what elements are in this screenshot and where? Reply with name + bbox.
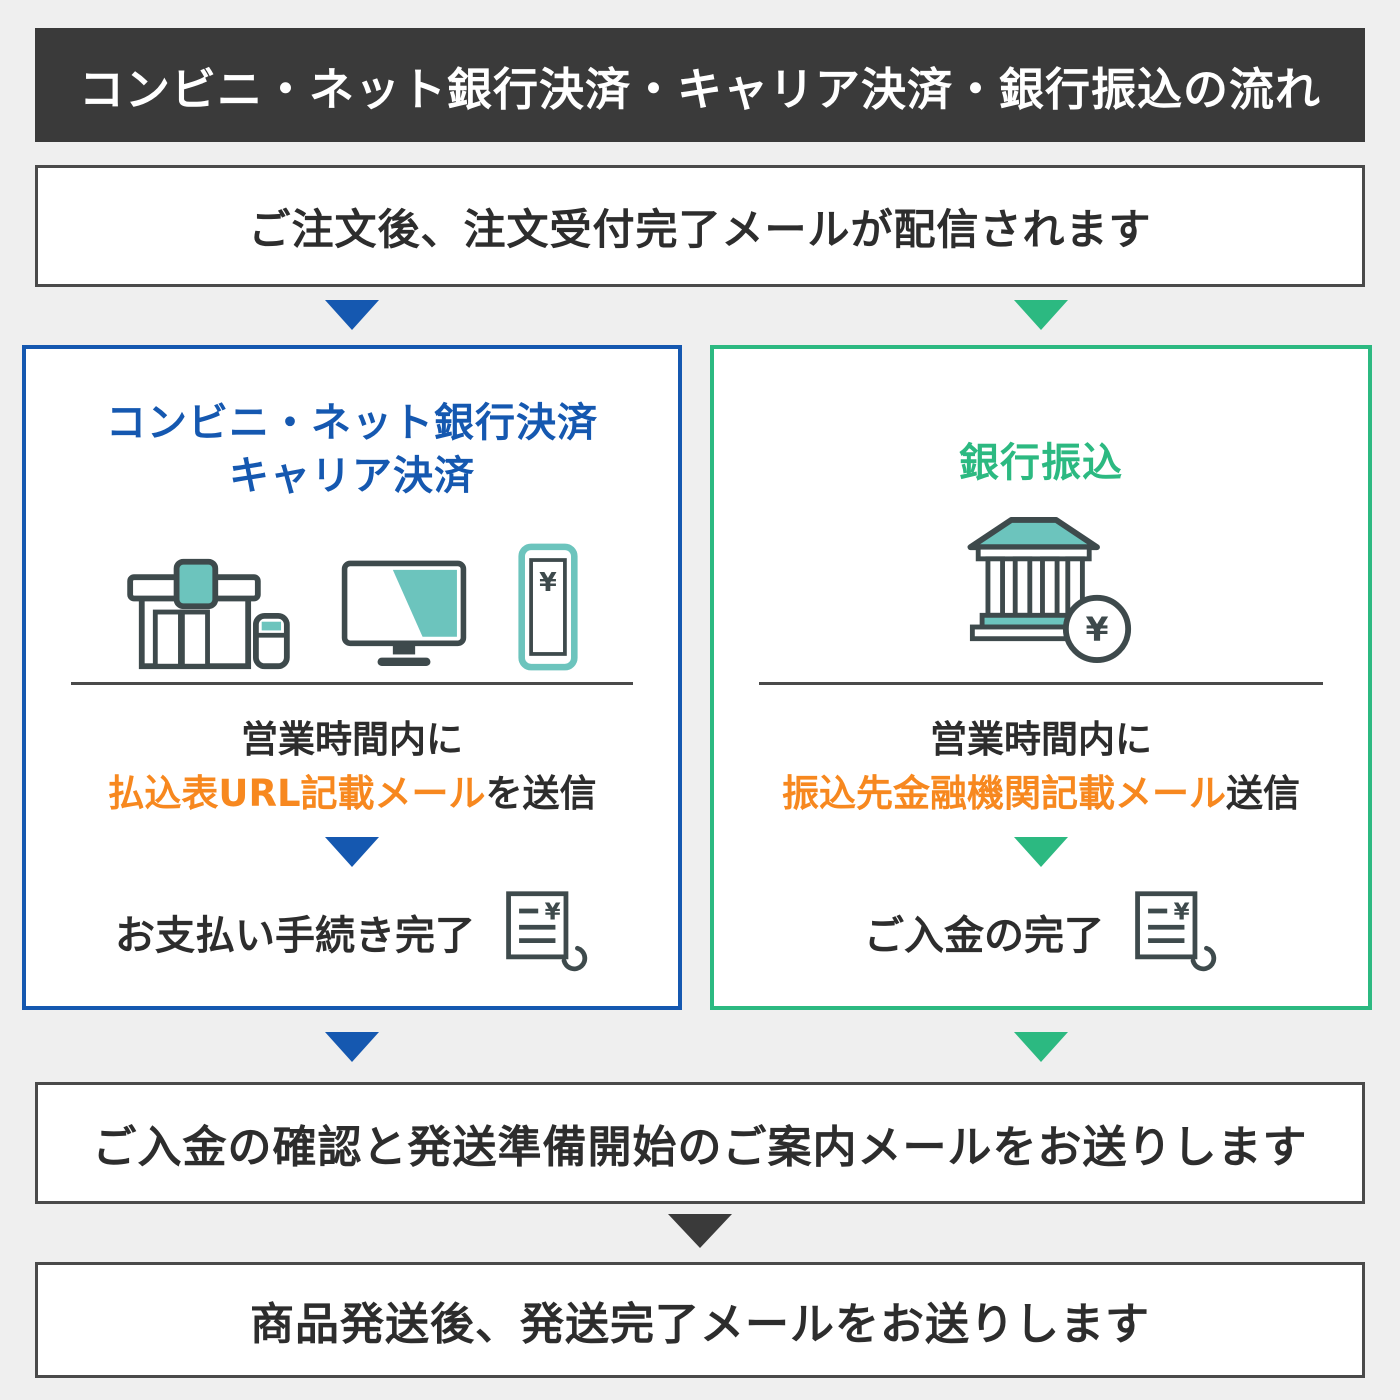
deposit-complete-text: ご入金の完了	[864, 912, 1104, 959]
down-arrow-blue-icon	[325, 837, 379, 867]
bank-transfer-title: 銀行振込	[959, 440, 1123, 486]
panel-left-title-line2: キャリア決済	[229, 452, 475, 499]
order-complete-text: ご注文後、注文受付完了メールが配信されます	[248, 204, 1152, 254]
shipping-complete-text: 商品発送後、発送完了メールをお送りします	[250, 1299, 1150, 1350]
business-hours-text: 営業時間内に	[930, 718, 1152, 761]
divider	[71, 682, 633, 685]
order-complete-banner: ご注文後、注文受付完了メールが配信されます	[35, 165, 1365, 287]
bank-building-icon: ¥	[967, 516, 1131, 664]
down-arrow-blue-icon	[325, 1032, 379, 1062]
deposit-complete-row: ご入金の完了 ¥	[714, 884, 1368, 979]
yen-symbol: ¥	[539, 567, 557, 597]
convenience-store-icon	[126, 558, 290, 670]
payment-complete-text: お支払い手続き完了	[115, 912, 475, 959]
down-arrow-blue-icon	[325, 300, 379, 330]
deposit-confirmation-text: ご入金の確認と発送準備開始のご案内メールをお送りします	[92, 1122, 1308, 1173]
carrier-payment-phone-icon: ¥	[517, 543, 578, 671]
bank-icon-wrap: ¥	[714, 501, 1368, 666]
mail-highlight: 払込表URL記載メール	[107, 772, 486, 815]
page-title: コンビニ・ネット銀行決済・キャリア決済・銀行振込の流れ	[78, 62, 1321, 116]
deposit-confirmation-banner: ご入金の確認と発送準備開始のご案内メールをお送りします	[35, 1082, 1365, 1204]
payment-mail-text: 払込表URL記載メールを送信	[26, 763, 678, 817]
yen-symbol: ¥	[1085, 610, 1108, 649]
payment-method-icons: ¥	[26, 507, 678, 672]
receipt-icon: ¥	[506, 890, 588, 971]
mail-suffix: を送信	[485, 772, 597, 815]
business-hours-text: 営業時間内に	[241, 718, 463, 761]
shipping-complete-banner: 商品発送後、発送完了メールをお送りします	[35, 1262, 1365, 1378]
divider	[759, 682, 1323, 685]
down-arrow-dark-icon	[668, 1214, 732, 1248]
receipt-icon: ¥	[1135, 890, 1217, 971]
down-arrow-green-icon	[1014, 300, 1068, 330]
transfer-mail-text: 振込先金融機関記載メール送信	[714, 763, 1368, 817]
payment-complete-row: お支払い手続き完了 ¥	[26, 884, 678, 979]
yen-symbol: ¥	[1174, 899, 1190, 925]
net-banking-monitor-icon	[341, 560, 466, 667]
mail-suffix: 送信	[1226, 772, 1300, 815]
yen-symbol: ¥	[545, 899, 561, 925]
panel-convenience-carrier: コンビニ・ネット銀行決済 キャリア決済	[22, 345, 682, 1010]
panel-bank-transfer: 銀行振込 ¥ 営業時間内に 振込先金融機関記載メール送信 ご入金の完了	[710, 345, 1372, 1010]
down-arrow-green-icon	[1014, 1032, 1068, 1062]
panel-left-title-line1: コンビニ・ネット銀行決済	[106, 400, 598, 446]
mail-highlight: 振込先金融機関記載メール	[782, 772, 1226, 815]
down-arrow-green-icon	[1014, 837, 1068, 867]
header-bar: コンビニ・ネット銀行決済・キャリア決済・銀行振込の流れ	[35, 28, 1365, 142]
panel-left-title: コンビニ・ネット銀行決済 キャリア決済	[26, 397, 678, 503]
